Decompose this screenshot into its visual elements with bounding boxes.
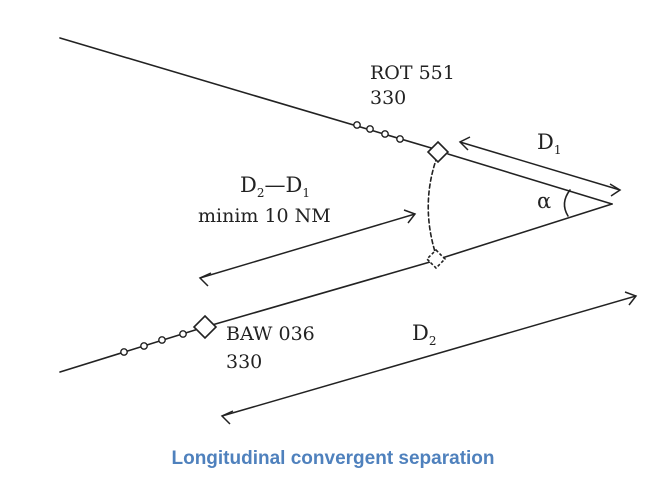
lower-track-line-mid [211,261,431,326]
upper-position-dot [353,121,361,129]
d2-arrow-right-head [624,291,638,306]
diff-left-subscript: 2 [256,186,265,200]
upper-position-dot [366,125,374,133]
figure-caption: Longitudinal convergent separation [171,448,495,469]
lower-position-dot [179,330,187,338]
d1-letter: D [537,130,554,154]
d1-subscript: 1 [553,143,562,157]
d2-arrow-left-head [220,410,234,425]
diff-right-subscript: 1 [302,186,310,200]
projected-position-diamond [425,248,447,270]
d2-label: D2 [412,321,436,353]
d2-letter: D [412,321,429,345]
lower-position-dot [140,342,148,350]
diff-right-letter: D [285,173,303,197]
d1-arrow-head [609,183,622,197]
upper-track-line [59,37,439,151]
d1-arrow-line [459,141,621,191]
d1-arrow-tail [458,136,471,151]
angle-arc [563,189,571,217]
lower-position-dot [158,336,166,344]
convergence-angle-label: α [537,189,552,213]
diff-arrow-right-head [403,209,417,224]
upper-position-dot [396,135,404,143]
rot551-callsign: ROT 551 [370,62,455,84]
diff-left-letter: D [240,173,257,197]
d1-label: D1 [537,130,561,162]
diff-arrow-line [199,213,416,279]
lower-track-line-to-convergence [441,203,613,259]
equal-distance-arc [427,156,438,256]
baw036-level: 330 [226,351,263,373]
minimum-separation-note: minim 10 NM [198,205,331,227]
upper-track-line-to-convergence [447,153,613,205]
lower-position-dot [120,348,128,356]
difference-label: D2—D1 [240,173,310,205]
baw036-aircraft-diamond [192,314,218,340]
d2-arrow-line [221,295,637,417]
baw036-callsign: BAW 036 [226,323,315,345]
upper-position-dot [381,130,389,138]
diff-dash: — [264,173,286,197]
rot551-aircraft-diamond [426,140,450,164]
d2-subscript: 2 [428,334,437,348]
diff-arrow-left-head [198,272,212,287]
rot551-level: 330 [370,87,407,109]
